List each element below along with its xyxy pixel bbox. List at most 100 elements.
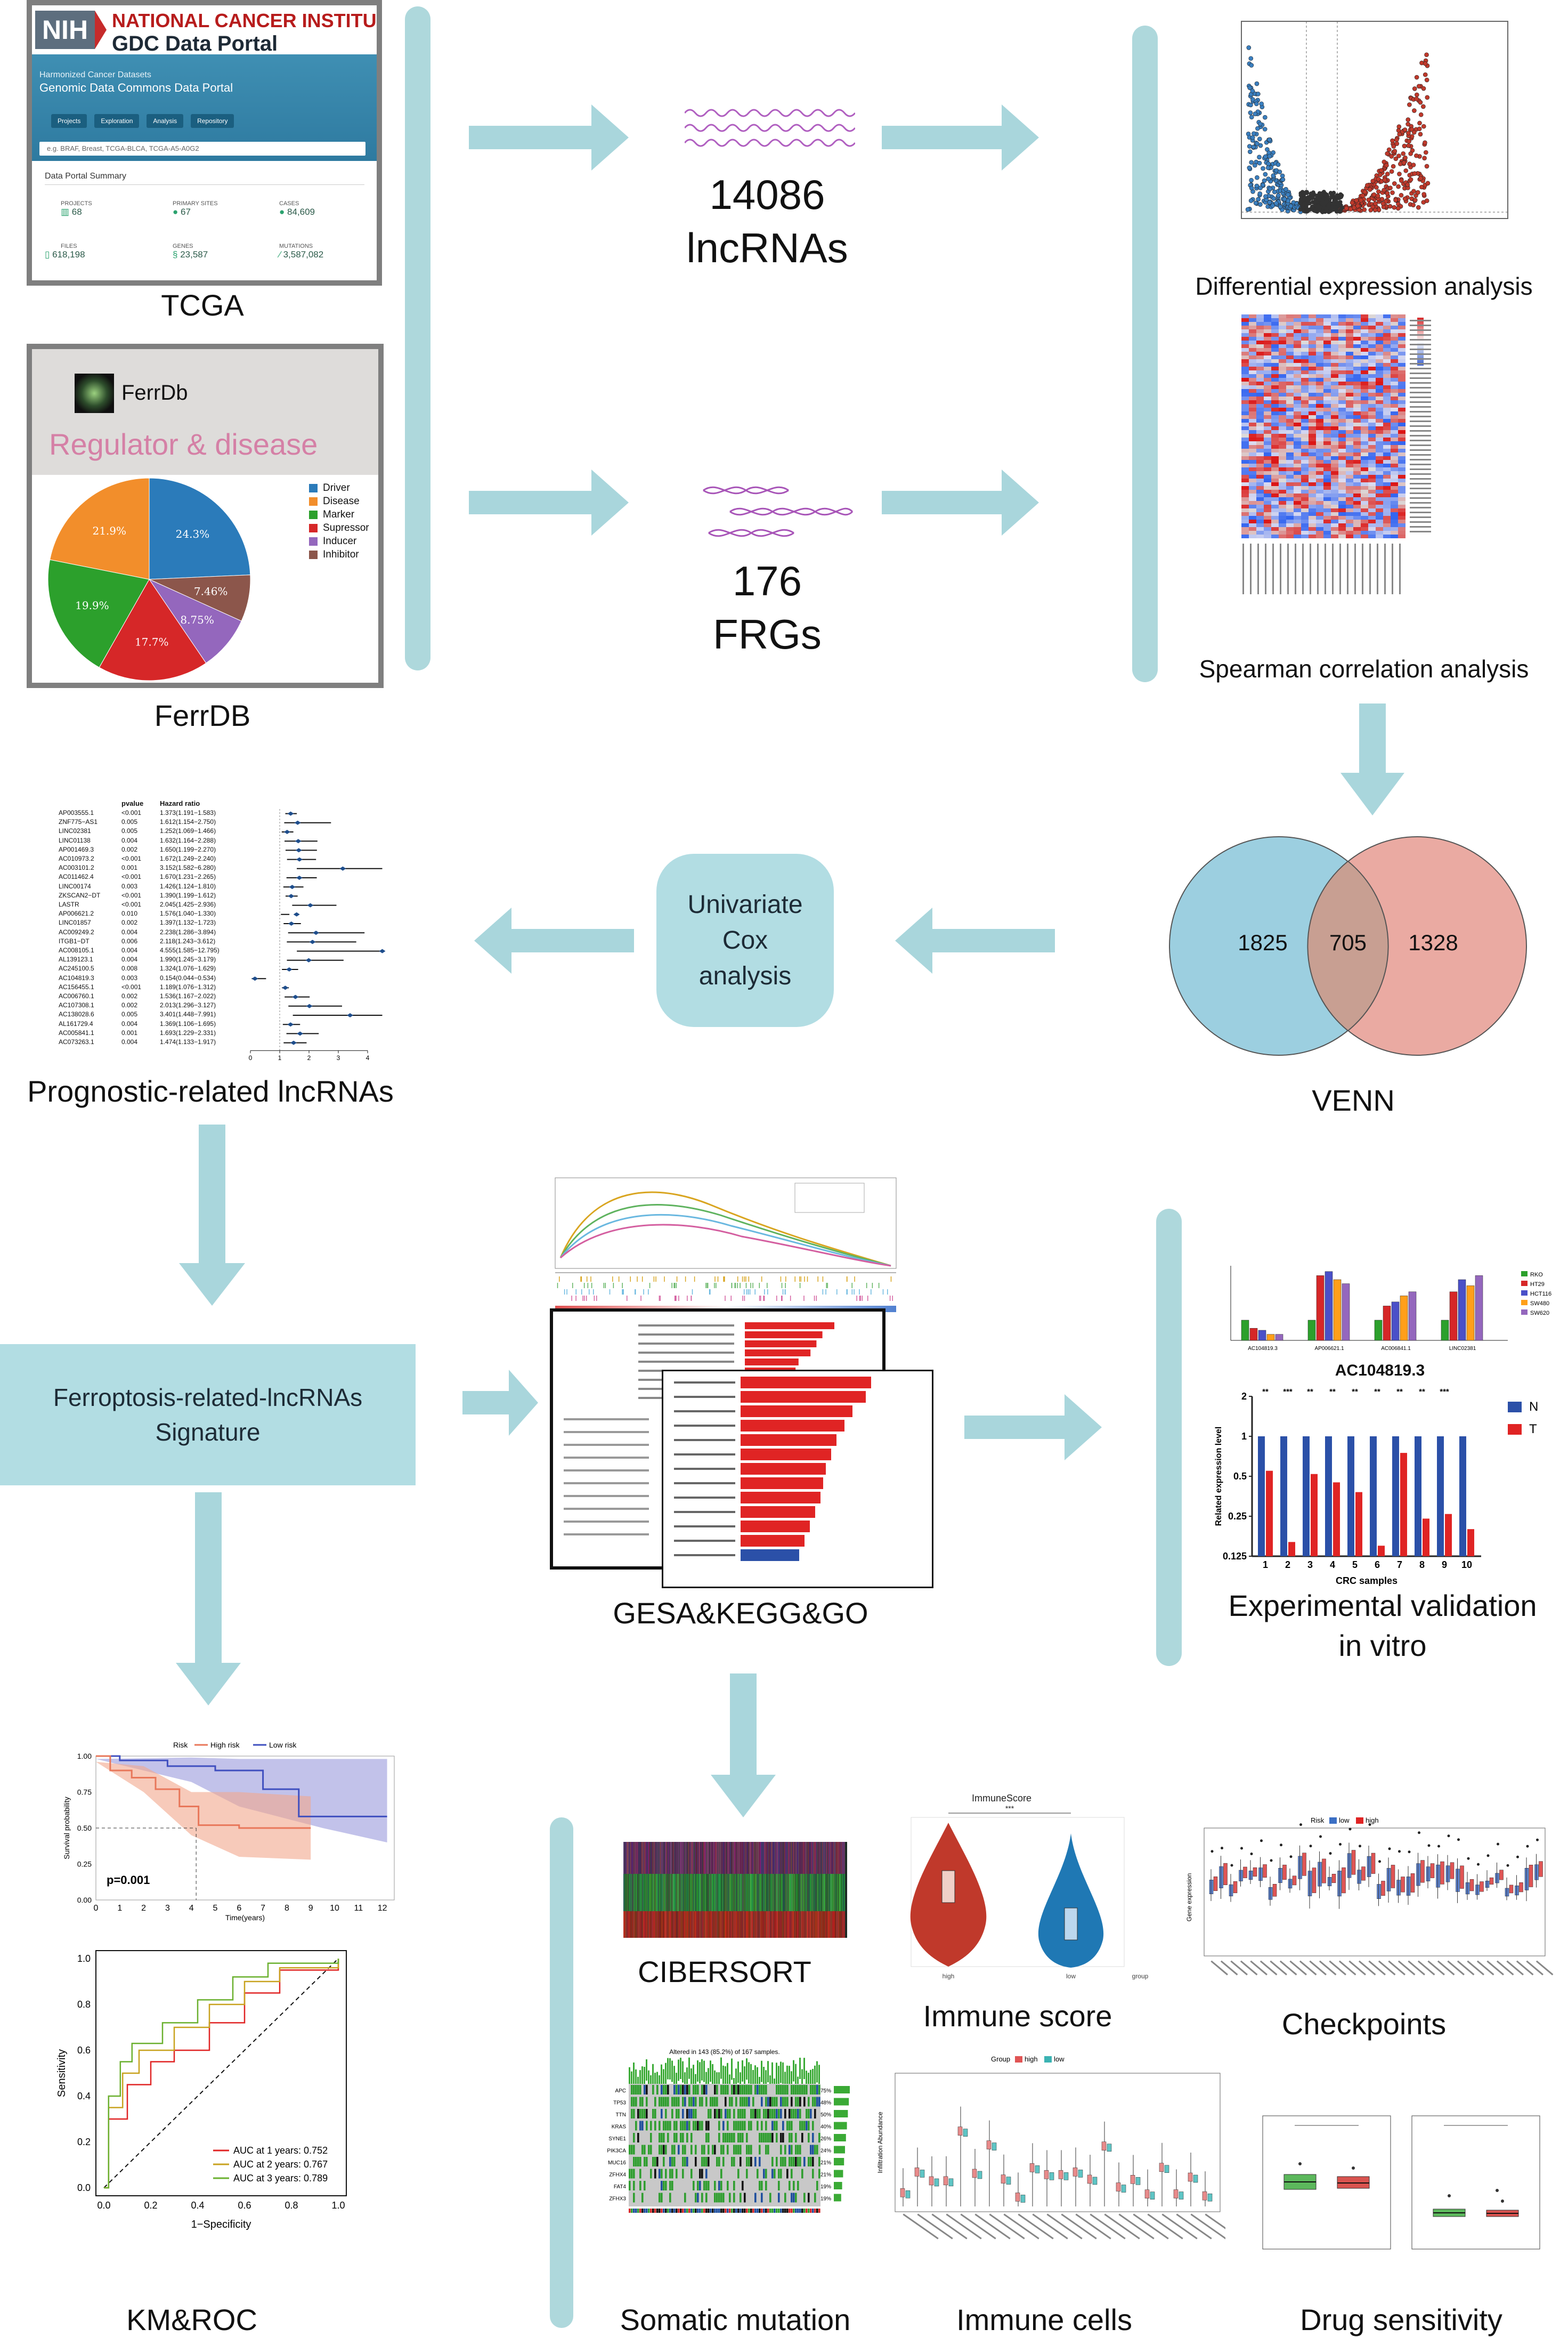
- forest-hr: 3.401(1.448−7.991): [160, 1010, 216, 1018]
- ferrdb-legend: Driver Disease Marker Supressor Inducer …: [309, 482, 369, 562]
- nav-projects-button[interactable]: Projects: [51, 114, 87, 128]
- legend-marker: Marker: [309, 509, 369, 521]
- forest-point: [305, 958, 312, 963]
- cellline-gene-label: AC104819.3: [1248, 1346, 1278, 1352]
- immune-score-violin: ImmuneScore *** high low group: [910, 1793, 1149, 1980]
- tissue-ylabel: Related expression level: [1214, 1427, 1223, 1526]
- roc-xtick: 0.4: [191, 2200, 204, 2211]
- forest-hr: 0.154(0.044−0.534): [160, 974, 216, 982]
- forest-pvalue: 0.004: [121, 947, 138, 954]
- forest-point: [286, 967, 293, 972]
- forest-point: [283, 830, 290, 834]
- forest-gene: AC073263.1: [59, 1038, 94, 1046]
- univariate-line-2: Cox: [722, 926, 768, 955]
- legend-inhibitor: Inhibitor: [309, 549, 369, 561]
- drug-caption: Drug sensitivity: [1300, 2303, 1502, 2336]
- forest-hr: 1.373(1.191−1.583): [160, 809, 216, 816]
- pie-slice-marker: [47, 559, 150, 668]
- forest-hr: 3.152(1.582−6.280): [160, 864, 216, 872]
- forest-point: [309, 940, 316, 944]
- pie-label: 21.9%: [92, 524, 126, 537]
- km-xtick: 6: [237, 1904, 241, 1913]
- forest-point: [306, 1004, 313, 1008]
- forest-hr: 1.324(1.076−1.629): [160, 965, 216, 973]
- stat-mutations: MUTATIONS ⁄ 3,587,082: [279, 243, 370, 260]
- gsea-enrichment-plot: [555, 1177, 897, 1312]
- signature-box: Ferroptosis-related-lncRNAs Signature: [0, 1344, 416, 1485]
- stat-label: FILES: [61, 243, 77, 249]
- forest-point: [251, 976, 258, 981]
- nav-repository-button[interactable]: Repository: [191, 114, 234, 128]
- left-top-bracket-bar: [405, 6, 430, 670]
- forest-hr: 1.650(1.199−2.270): [160, 845, 216, 853]
- venn-overlap: [1307, 860, 1389, 1032]
- cibersort-heatmap: [623, 1842, 847, 1938]
- forest-point: [292, 994, 299, 999]
- tissue-ytick: 0.25: [1228, 1511, 1247, 1522]
- forest-pvalue: <0.001: [121, 901, 142, 908]
- right-top-bracket-bar: [1132, 26, 1158, 682]
- forest-gene: ZKSCAN2−DT: [59, 891, 101, 899]
- arrow-to-frgs: [469, 470, 629, 536]
- roc-ytick: 0.6: [77, 2045, 91, 2056]
- cellline-legend: SW620: [1530, 1310, 1549, 1316]
- forest-hr: 1.536(1.167−2.022): [160, 992, 216, 1000]
- immune-group-high: high: [943, 1972, 955, 1980]
- downstream-bracket-bar: [550, 1817, 573, 2328]
- nih-logo: NIH: [35, 11, 95, 49]
- validation-tissue-chart: 210.50.250.1251**2***3**4**5**6**7**8**9…: [1214, 1387, 1538, 1586]
- onco-gene: PIK3CA: [607, 2148, 626, 2154]
- km-pvalue: p=0.001: [107, 1873, 150, 1887]
- forest-gene: AL139123.1: [59, 956, 93, 964]
- onco-pct: 21%: [820, 2160, 831, 2166]
- roc-xlabel: 1−Specificity: [191, 2219, 251, 2230]
- tcga-search-input[interactable]: e.g. BRAF, Breast, TCGA-BLCA, TCGA-A5-A0…: [39, 142, 365, 156]
- nih-red-chevron: [95, 11, 107, 49]
- tcga-caption: TCGA: [161, 288, 244, 322]
- forest-hr: 1.426(1.124−1.810): [160, 882, 216, 890]
- forest-hr: 1.474(1.133−1.917): [160, 1038, 216, 1046]
- tissue-sig: **: [1262, 1387, 1269, 1396]
- venn-caption: VENN: [1312, 1083, 1395, 1117]
- forest-gene: AC011462.4: [59, 873, 94, 881]
- tissue-xtick: 4: [1330, 1559, 1335, 1570]
- km-ytick: 0.25: [77, 1860, 92, 1869]
- onco-pct: 21%: [820, 2172, 831, 2178]
- tissue-ytick: 0.5: [1233, 1471, 1247, 1482]
- pie-label: 19.9%: [75, 599, 109, 612]
- onco-gene: ZFHX4: [609, 2172, 626, 2178]
- ferrdb-subtitle: Regulator & disease: [49, 427, 318, 461]
- venn-right-count: 1328: [1408, 930, 1458, 955]
- tcga-hero: Harmonized Cancer Datasets Genomic Data …: [32, 54, 377, 161]
- pie-slice-disease: [50, 478, 150, 580]
- onco-pct: 19%: [820, 2196, 831, 2202]
- onco-title: Altered in 143 (85.2%) of 167 samples.: [669, 2048, 779, 2056]
- roc-xtick: 0.6: [238, 2200, 251, 2211]
- cp-ylabel: Gene expression: [1185, 1873, 1193, 1922]
- stat-value: § 23,587: [173, 249, 208, 260]
- summary-title: Data Portal Summary: [45, 172, 126, 181]
- onco-pct: 48%: [820, 2100, 831, 2106]
- forest-point: [313, 931, 320, 935]
- nav-analysis-button[interactable]: Analysis: [147, 114, 184, 128]
- km-xtick: 12: [378, 1904, 387, 1913]
- ferrdb-logo-icon: [75, 374, 114, 413]
- tissue-xlabel: CRC samples: [1336, 1575, 1398, 1586]
- legend-disease: Disease: [309, 496, 369, 507]
- forest-point: [296, 857, 303, 862]
- km-ytick: 0.75: [77, 1788, 92, 1797]
- nav-exploration-button[interactable]: Exploration: [94, 114, 140, 128]
- file-icon: ▥: [61, 207, 70, 217]
- pie-slice-inducer: [148, 578, 242, 664]
- forest-point: [347, 1013, 354, 1017]
- tissue-xtick: 9: [1442, 1559, 1447, 1570]
- gdc-title: GDC Data Portal: [112, 32, 278, 55]
- forest-pvalue: <0.001: [121, 855, 142, 862]
- tissue-sig: **: [1329, 1387, 1336, 1396]
- tissue-xtick: 7: [1397, 1559, 1402, 1570]
